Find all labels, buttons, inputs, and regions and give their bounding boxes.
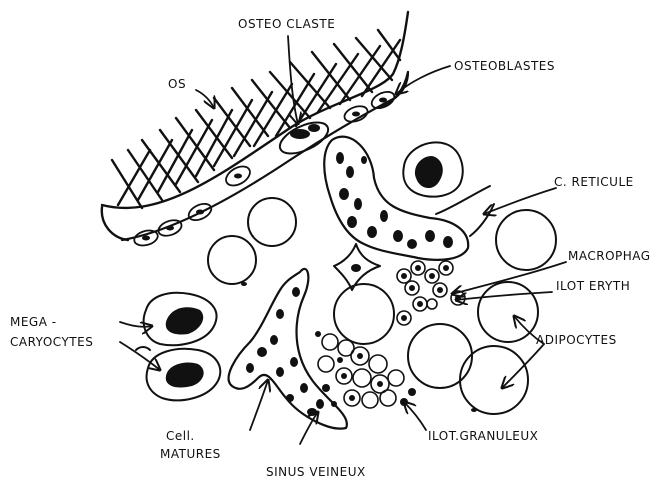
label-osteoclaste: OSTEO CLASTE <box>238 17 335 31</box>
central-reticular-cell <box>334 244 380 290</box>
label-ilot-erythro: ILOT ERYTH <box>556 279 630 293</box>
megakaryocytes <box>136 293 220 401</box>
label-cellule-reticulaire: C. RETICULE <box>554 175 634 189</box>
label-cell-matures-1: Cell. <box>166 429 195 443</box>
label-sinus-veineux: SINUS VEINEUX <box>266 465 366 479</box>
label-megacaryocytes-1: MEGA - <box>10 315 57 329</box>
adipocytes <box>208 198 556 414</box>
label-cell-matures-2: MATURES <box>160 447 221 461</box>
label-megacaryocytes-2: CARYOCYTES <box>10 335 93 349</box>
top-isolated-cell <box>403 142 462 196</box>
label-osteoblastes: OSTEOBLASTES <box>454 59 555 73</box>
left-sinus <box>229 269 347 429</box>
granulocytic-island <box>315 331 416 408</box>
label-ilot-granuleux: ILOT.GRANULEUX <box>428 429 538 443</box>
label-adipocytes: ADIPOCYTES <box>536 333 617 347</box>
label-macrophage: MACROPHAG <box>568 249 651 263</box>
label-os: OS <box>168 77 186 91</box>
